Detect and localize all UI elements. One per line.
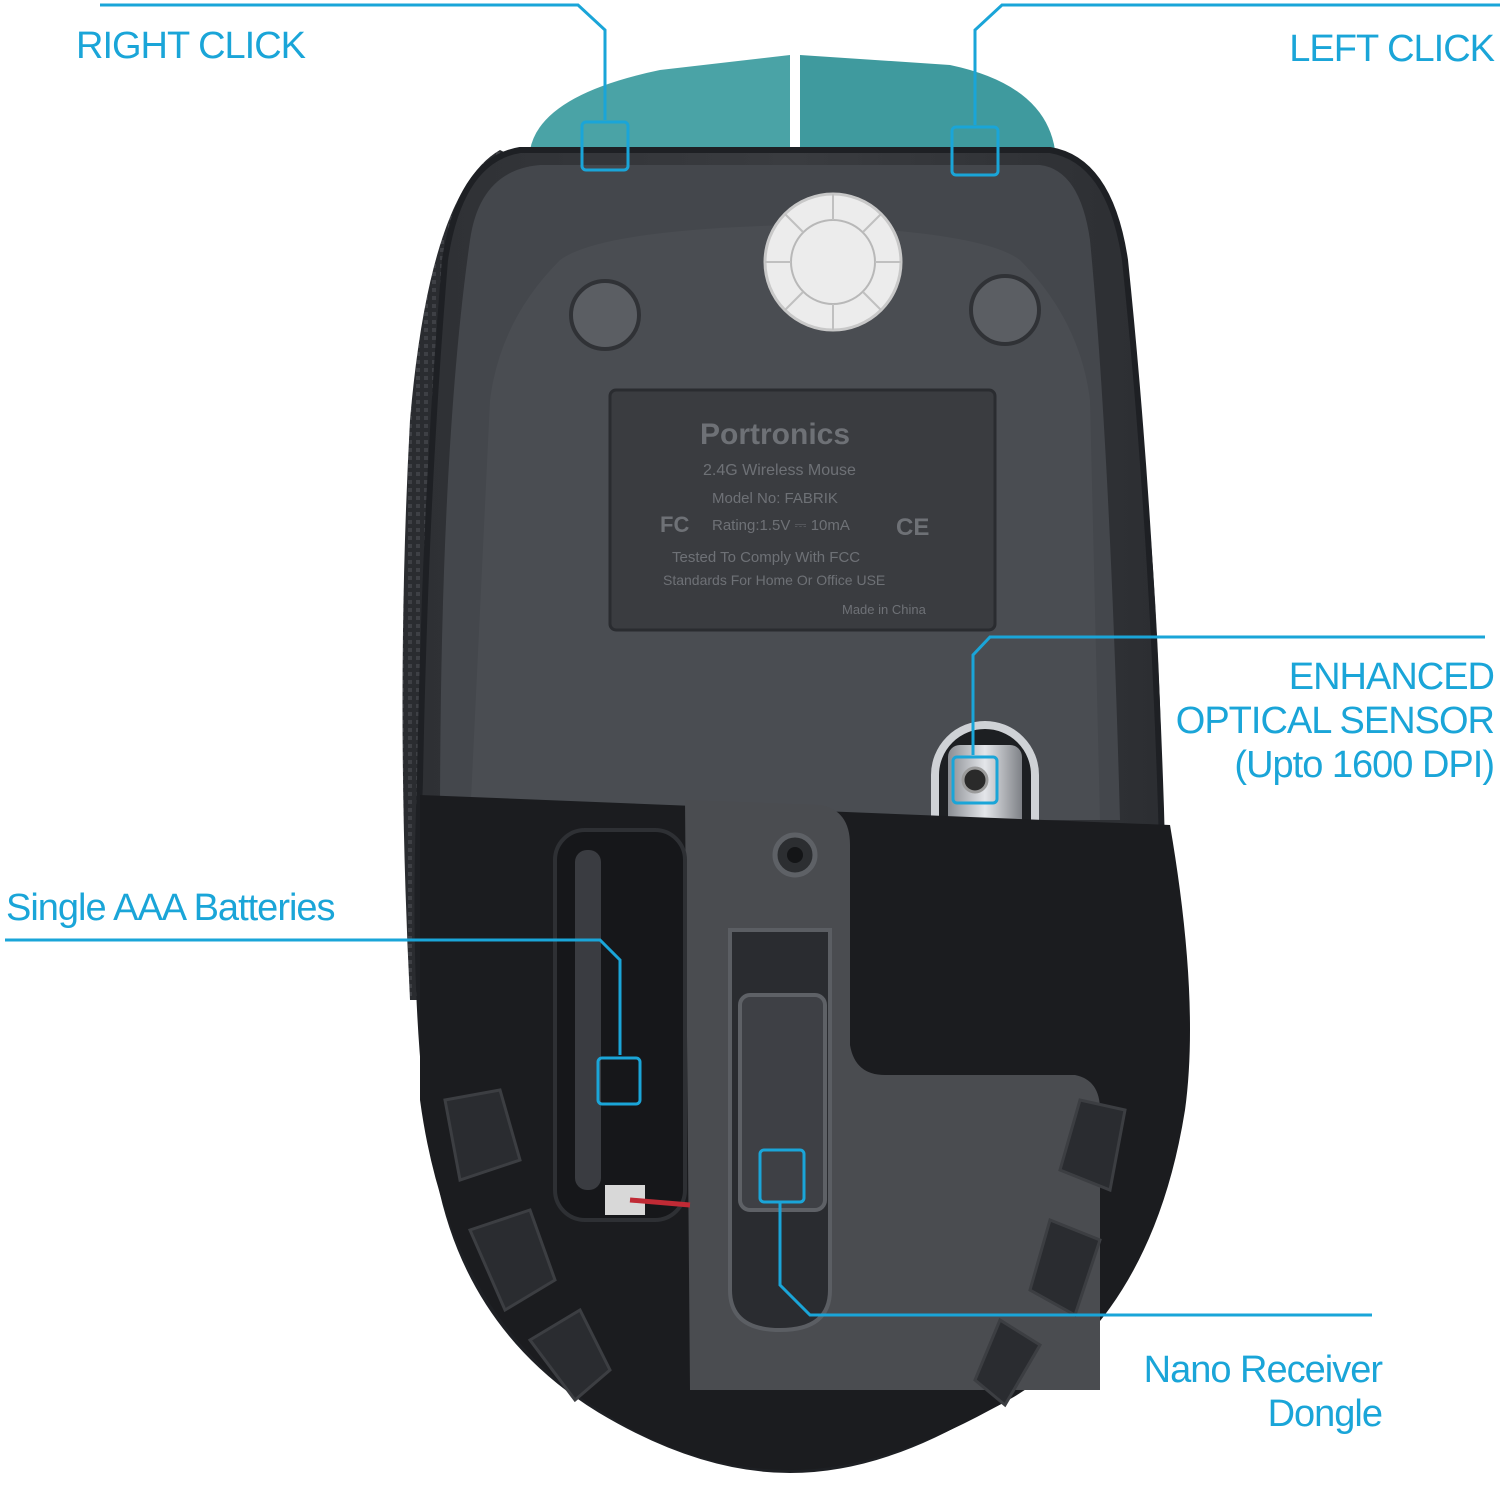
right-click-marker (580, 120, 630, 172)
optical-sensor-label: ENHANCED OPTICAL SENSOR (Upto 1600 DPI) (1175, 655, 1495, 787)
receiver-leader (778, 1203, 1372, 1317)
label-ce-mark: CE (896, 514, 929, 541)
callout-lines (5, 3, 1500, 1317)
optical-sensor-label-line1: ENHANCED (1288, 656, 1495, 698)
label-fcc-mark: FC (660, 512, 689, 537)
sensor-marker (951, 755, 999, 805)
right-click-label: RIGHT CLICK (76, 25, 306, 67)
label-brand: Portronics (700, 418, 850, 451)
rear-ribs (443, 1088, 1127, 1408)
left-click-label: LEFT CLICK (1289, 28, 1495, 70)
sensor-leader (971, 635, 1485, 755)
label-compliance-2: Standards For Home Or Office USE (663, 572, 885, 588)
battery-leader (5, 938, 622, 1055)
label-product: 2.4G Wireless Mouse (703, 462, 856, 479)
optical-sensor-label-line3: (Upto 1600 DPI) (1234, 744, 1495, 786)
left-click-button (800, 55, 1055, 150)
nano-receiver-label-line1: Nano Receiver (1143, 1349, 1383, 1391)
left-foot-pad (569, 279, 641, 351)
sensor-lens (961, 766, 989, 794)
optical-sensor-label-line2: OPTICAL SENSOR (1175, 700, 1495, 742)
left-click-leader (973, 3, 1500, 125)
right-foot-pad (969, 274, 1041, 346)
nano-receiver (738, 993, 827, 1212)
label-model: Model No: FABRIK (712, 490, 838, 507)
receiver-marker (758, 1148, 806, 1204)
product-label (608, 388, 997, 632)
label-rating: Rating:1.5V ⎓ 10mA (712, 517, 850, 534)
left-click-marker (950, 125, 1000, 177)
battery-label: Single AAA Batteries (6, 887, 336, 929)
battery-marker (596, 1056, 642, 1106)
nano-receiver-label-line2: Dongle (1267, 1393, 1383, 1435)
nano-receiver-label: Nano Receiver Dongle (1143, 1348, 1383, 1436)
label-compliance-1: Tested To Comply With FCC (672, 549, 860, 566)
right-click-button (530, 55, 790, 150)
label-origin: Made in China (842, 602, 927, 617)
right-click-leader (100, 3, 607, 120)
